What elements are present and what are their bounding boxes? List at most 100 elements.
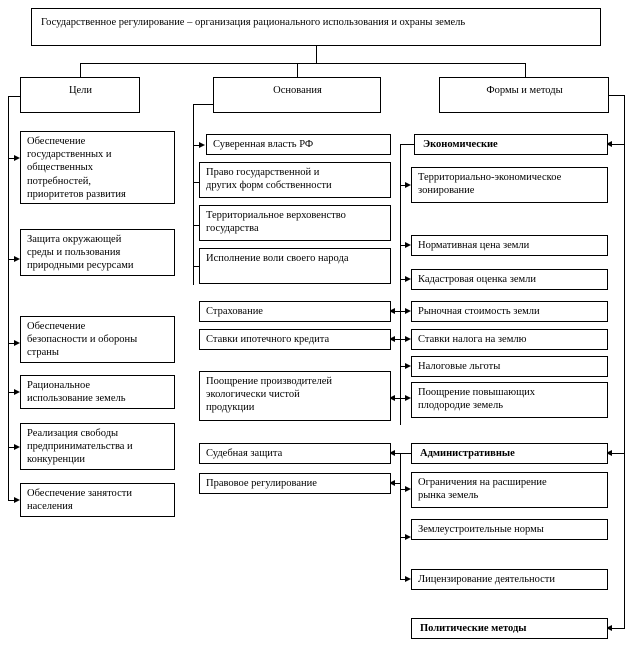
connector-title-down bbox=[316, 46, 317, 63]
arrow-mid-4 bbox=[389, 449, 395, 456]
connector-mid-branch-3 bbox=[394, 398, 401, 399]
connector-goals-trunk bbox=[8, 96, 9, 501]
arrow-right-9 bbox=[405, 533, 411, 540]
connector-right-branch-4 bbox=[400, 311, 406, 312]
arrow-right-2 bbox=[405, 241, 411, 248]
arrow-right-4 bbox=[405, 307, 411, 314]
methods-right-item-1: Экономические bbox=[414, 134, 608, 155]
arrow-mid-1 bbox=[389, 307, 395, 314]
methods-right-item-7: Налоговые льготы bbox=[411, 356, 608, 377]
connector-grounds-branch-4 bbox=[193, 266, 200, 267]
methods-right-item-6: Ставки налога на землю bbox=[411, 329, 608, 350]
arrow-mid-2 bbox=[389, 335, 395, 342]
header-box-goals: Цели bbox=[20, 77, 140, 113]
connector-economic-trunk bbox=[400, 144, 401, 425]
arrow-goals-6 bbox=[14, 496, 20, 503]
connector-mid-branch-4 bbox=[394, 453, 401, 454]
title-box: Государственное регулирование – организа… bbox=[31, 8, 601, 46]
methods-right-item-10: Ограничения на расширение рынка земель bbox=[411, 472, 608, 508]
connector-grounds-branch-3 bbox=[193, 225, 200, 226]
arrow-goals-1 bbox=[14, 154, 20, 161]
arrow-goals-4 bbox=[14, 388, 20, 395]
connector-right-branch-8 bbox=[400, 489, 406, 490]
arrow-right-5 bbox=[405, 335, 411, 342]
header-box-grounds: Основания bbox=[213, 77, 381, 113]
methods-right-item-2: Территориально-экономическое зонирование bbox=[411, 167, 608, 203]
arrow-mid-3 bbox=[389, 394, 395, 401]
arrow-mid-5 bbox=[389, 479, 395, 486]
connector-forms-to-administrative bbox=[612, 453, 625, 454]
goals-item-2: Защита окружающей среды и пользования пр… bbox=[20, 229, 175, 276]
connector-to-forms bbox=[525, 63, 526, 77]
arrow-goals-3 bbox=[14, 339, 20, 346]
connector-to-grounds bbox=[297, 63, 298, 77]
connector-grounds-branch-2 bbox=[193, 182, 200, 183]
arrow-grounds-1 bbox=[199, 141, 205, 148]
connector-right-branch-9 bbox=[400, 537, 406, 538]
connector-right-branch-3 bbox=[400, 279, 406, 280]
connector-forms-stem bbox=[609, 95, 625, 96]
arrow-goals-5 bbox=[14, 443, 20, 450]
arrow-political-header bbox=[606, 624, 612, 631]
connector-right-branch-7 bbox=[400, 398, 406, 399]
connector-goals-branch-1 bbox=[8, 158, 15, 159]
connector-goals-branch-6 bbox=[8, 500, 15, 501]
connector-right-branch-10 bbox=[400, 579, 406, 580]
connector-goals-branch-3 bbox=[8, 343, 15, 344]
connector-grounds-branch-1 bbox=[193, 145, 200, 146]
connector-goals-branch-5 bbox=[8, 447, 15, 448]
connector-economic-stem bbox=[400, 144, 414, 145]
connector-mid-branch-2 bbox=[394, 339, 401, 340]
grounds-item-4: Исполнение воли своего народа bbox=[199, 248, 391, 284]
connector-right-branch-2 bbox=[400, 245, 406, 246]
arrow-right-7 bbox=[405, 394, 411, 401]
goals-item-5: Реализация свободы предпринимательства и… bbox=[20, 423, 175, 470]
methods-right-item-4: Кадастровая оценка земли bbox=[411, 269, 608, 290]
methods-mid-item-4: Судебная защита bbox=[199, 443, 391, 464]
connector-grounds-trunk bbox=[193, 104, 194, 285]
connector-forms-to-economic bbox=[612, 144, 625, 145]
connector-headers-bus bbox=[80, 63, 525, 64]
arrow-right-1 bbox=[405, 181, 411, 188]
methods-right-item-12: Лицензирование деятельности bbox=[411, 569, 608, 590]
methods-right-item-5: Рыночная стоимость земли bbox=[411, 301, 608, 322]
methods-mid-item-1: Страхование bbox=[199, 301, 391, 322]
methods-right-item-3: Нормативная цена земли bbox=[411, 235, 608, 256]
connector-administrative-stem bbox=[400, 453, 414, 454]
connector-administrative-trunk bbox=[400, 453, 401, 580]
arrow-right-8 bbox=[405, 485, 411, 492]
arrow-right-10 bbox=[405, 575, 411, 582]
connector-goals-branch-4 bbox=[8, 392, 15, 393]
connector-goals-stem bbox=[8, 96, 21, 97]
goals-item-6: Обеспечение занятости населения bbox=[20, 483, 175, 517]
methods-right-item-8: Поощрение повышающих плодородие земель bbox=[411, 382, 608, 418]
grounds-item-3: Территориальное верховенство государства bbox=[199, 205, 391, 241]
goals-item-4: Рациональное использование земель bbox=[20, 375, 175, 409]
connector-grounds-stem bbox=[193, 104, 214, 105]
connector-goals-branch-2 bbox=[8, 259, 15, 260]
arrow-administrative-header bbox=[606, 449, 612, 456]
grounds-item-1: Суверенная власть РФ bbox=[206, 134, 391, 155]
arrow-right-3 bbox=[405, 275, 411, 282]
arrow-right-6 bbox=[405, 362, 411, 369]
goals-item-3: Обеспечение безопасности и обороны стран… bbox=[20, 316, 175, 363]
goals-item-1: Обеспечение государственных и общественн… bbox=[20, 131, 175, 204]
connector-forms-to-political bbox=[612, 628, 625, 629]
connector-to-goals bbox=[80, 63, 81, 77]
connector-mid-branch-5 bbox=[394, 483, 401, 484]
header-box-forms: Формы и методы bbox=[439, 77, 609, 113]
connector-right-branch-1 bbox=[400, 185, 406, 186]
methods-mid-item-3: Поощрение производителей экологически чи… bbox=[199, 371, 391, 421]
methods-mid-item-5: Правовое регулирование bbox=[199, 473, 391, 494]
arrow-goals-2 bbox=[14, 255, 20, 262]
grounds-item-2: Право государственной и других форм собс… bbox=[199, 162, 391, 198]
methods-right-item-9: Административные bbox=[411, 443, 608, 464]
connector-right-branch-6 bbox=[400, 366, 406, 367]
connector-right-branch-5 bbox=[400, 339, 406, 340]
methods-right-item-11: Землеустроительные нормы bbox=[411, 519, 608, 540]
connector-mid-branch-1 bbox=[394, 311, 401, 312]
methods-mid-item-2: Ставки ипотечного кредита bbox=[199, 329, 391, 350]
methods-right-item-13: Политические методы bbox=[411, 618, 608, 639]
connector-forms-trunk-right bbox=[624, 95, 625, 628]
